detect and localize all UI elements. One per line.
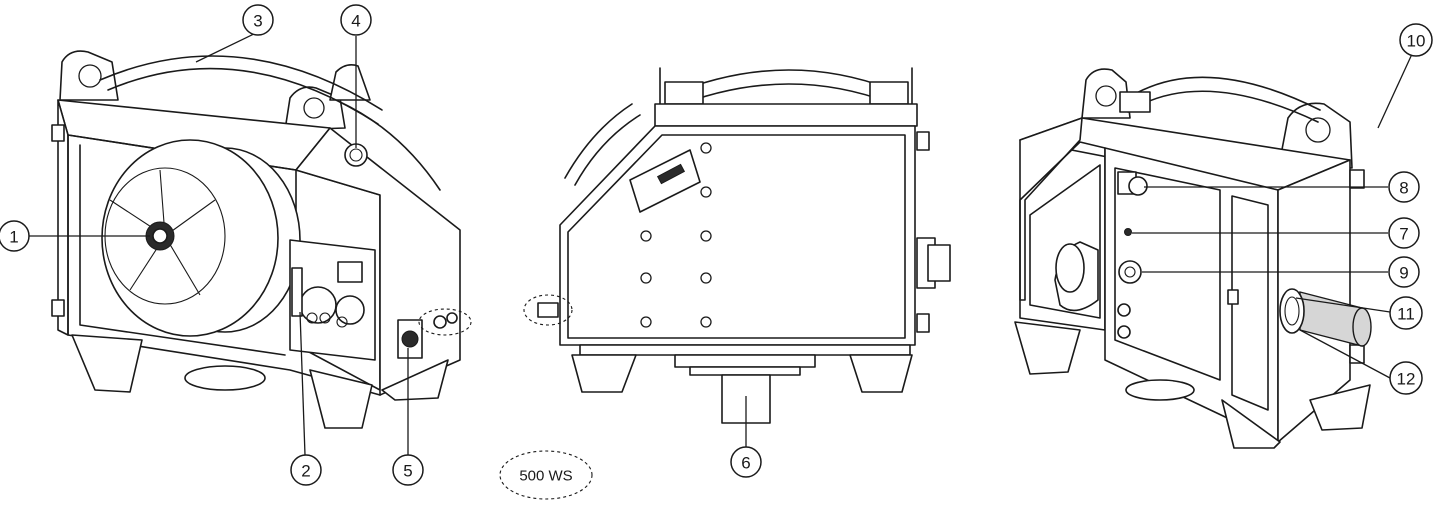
svg-text:3: 3 [253, 12, 262, 31]
svg-text:500 WS: 500 WS [519, 468, 572, 485]
svg-text:5: 5 [403, 462, 412, 481]
svg-text:2: 2 [301, 462, 310, 481]
callout-9: 9 [1388, 256, 1420, 288]
callout-3: 3 [242, 4, 274, 36]
leader-lines [28, 31, 1413, 456]
svg-text:8: 8 [1399, 179, 1408, 198]
svg-text:9: 9 [1399, 264, 1408, 283]
callout-2: 2 [290, 454, 322, 486]
callout-12: 12 [1389, 361, 1423, 395]
svg-text:1: 1 [9, 228, 18, 247]
middle-view-wire-feeder [523, 67, 951, 424]
svg-text:11: 11 [1397, 305, 1415, 324]
svg-text:6: 6 [741, 454, 750, 473]
svg-text:7: 7 [1399, 225, 1408, 244]
callout-8: 8 [1388, 171, 1420, 203]
svg-text:4: 4 [351, 12, 360, 31]
callout-1: 1 [0, 220, 30, 252]
callout-6: 6 [730, 446, 762, 478]
callout-11: 11 [1389, 296, 1423, 330]
callout-4: 4 [340, 4, 372, 36]
svg-text:12: 12 [1397, 370, 1416, 389]
callout-5: 5 [392, 454, 424, 486]
left-view-wire-feeder [51, 50, 472, 429]
callout-7: 7 [1388, 217, 1420, 249]
callout-10: 10 [1399, 23, 1433, 57]
svg-text:10: 10 [1407, 32, 1426, 51]
right-view-wire-feeder [1014, 68, 1372, 449]
model-label: 500 WS [499, 450, 593, 500]
